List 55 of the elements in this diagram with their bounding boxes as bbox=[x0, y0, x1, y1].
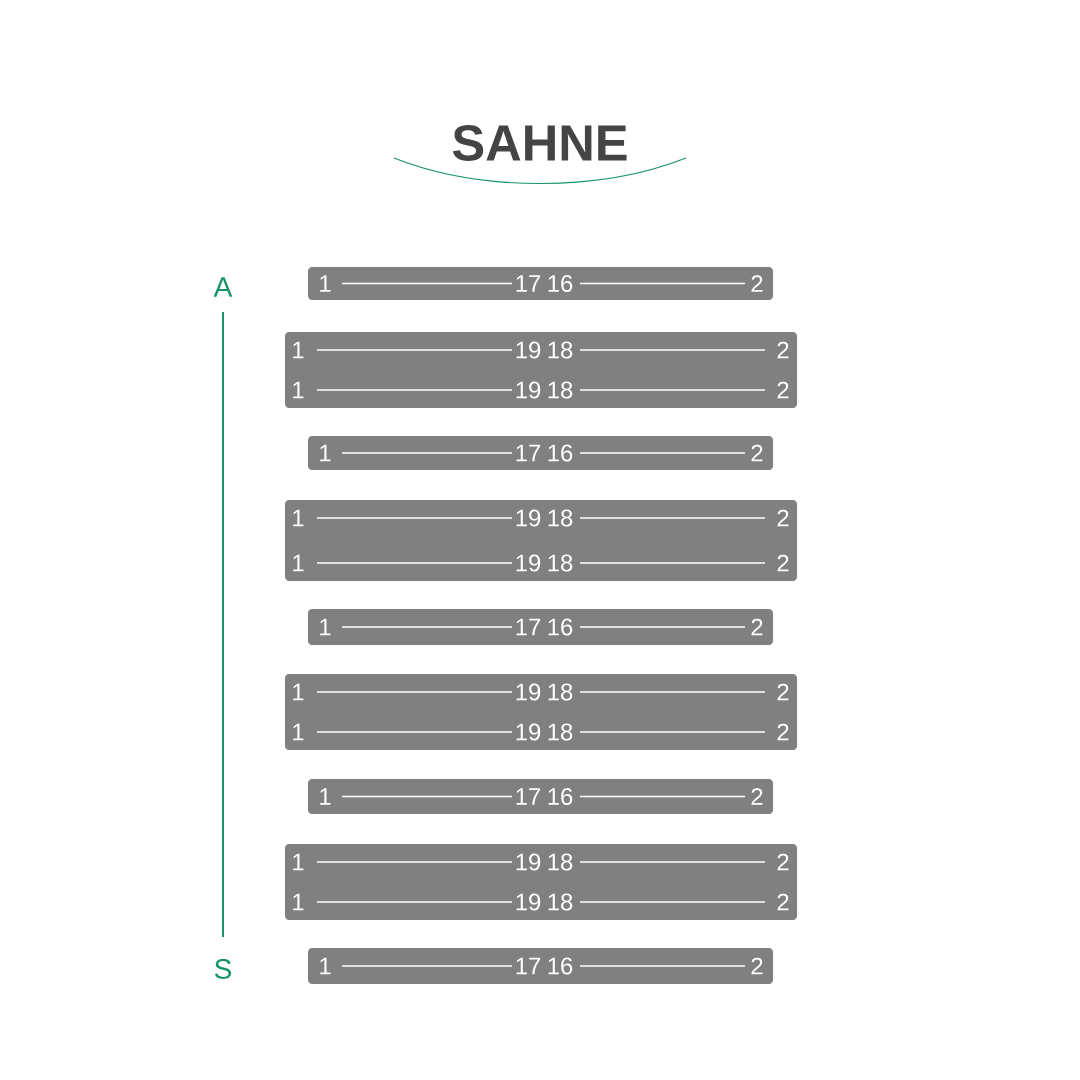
seat-number: 18 bbox=[548, 723, 573, 741]
seat-number: 19 bbox=[516, 853, 541, 871]
seat-number: 17 bbox=[516, 275, 541, 292]
seat-number: 18 bbox=[548, 683, 573, 701]
seat-number: 19 bbox=[516, 381, 541, 399]
seat-number: 1 bbox=[293, 683, 304, 701]
seat-number: 19 bbox=[516, 509, 541, 527]
seat-number: 1 bbox=[320, 957, 331, 975]
seat-number: 2 bbox=[777, 509, 789, 527]
seat-number: 2 bbox=[751, 788, 763, 805]
seat-number: 19 bbox=[516, 341, 541, 359]
seat-number: 17 bbox=[516, 444, 541, 462]
seat-number: 18 bbox=[548, 554, 573, 572]
seat-number: 1 bbox=[293, 381, 304, 399]
seat-number: 16 bbox=[548, 275, 573, 292]
seat-number: 18 bbox=[548, 853, 573, 871]
seat-number: 1 bbox=[293, 723, 304, 741]
seat-number: 1 bbox=[293, 853, 304, 871]
seat-number: 2 bbox=[751, 444, 763, 462]
row-letter: S bbox=[214, 959, 232, 979]
stage-label: SAHNE bbox=[452, 125, 627, 161]
seat-number: 17 bbox=[516, 618, 541, 636]
seat-number: 18 bbox=[548, 893, 573, 911]
seat-number: 18 bbox=[548, 341, 573, 359]
seat-number: 19 bbox=[516, 893, 541, 911]
seat-number: 1 bbox=[293, 341, 304, 359]
seat-number: 2 bbox=[777, 723, 789, 741]
seat-number: 1 bbox=[320, 444, 331, 462]
seat-number: 2 bbox=[777, 341, 789, 359]
seat-number: 2 bbox=[777, 853, 789, 871]
seat-number: 2 bbox=[777, 381, 789, 399]
seat-number: 16 bbox=[548, 618, 573, 636]
seat-number: 18 bbox=[548, 509, 573, 527]
seat-number: 1 bbox=[293, 509, 304, 527]
seat-number: 2 bbox=[751, 957, 763, 975]
seat-number: 19 bbox=[516, 554, 541, 572]
seat-number: 19 bbox=[516, 683, 541, 701]
seat-number: 17 bbox=[516, 788, 541, 805]
seat-number: 1 bbox=[320, 275, 331, 292]
seat-number: 16 bbox=[548, 444, 573, 462]
row-letter: A bbox=[213, 277, 233, 297]
seat-number: 19 bbox=[516, 723, 541, 741]
seat-number: 2 bbox=[777, 893, 789, 911]
seat-number: 16 bbox=[548, 957, 573, 975]
seat-number: 16 bbox=[548, 788, 573, 805]
seat-number: 2 bbox=[751, 618, 763, 636]
seat-number: 2 bbox=[777, 554, 789, 572]
seat-number: 17 bbox=[516, 957, 541, 975]
seat-number: 1 bbox=[320, 788, 331, 805]
seat-number: 2 bbox=[751, 275, 763, 292]
seat-number: 18 bbox=[548, 381, 573, 399]
seat-number: 1 bbox=[293, 893, 304, 911]
seat-number: 2 bbox=[777, 683, 789, 701]
seat-number: 1 bbox=[320, 618, 331, 636]
seat-number: 1 bbox=[293, 554, 304, 572]
